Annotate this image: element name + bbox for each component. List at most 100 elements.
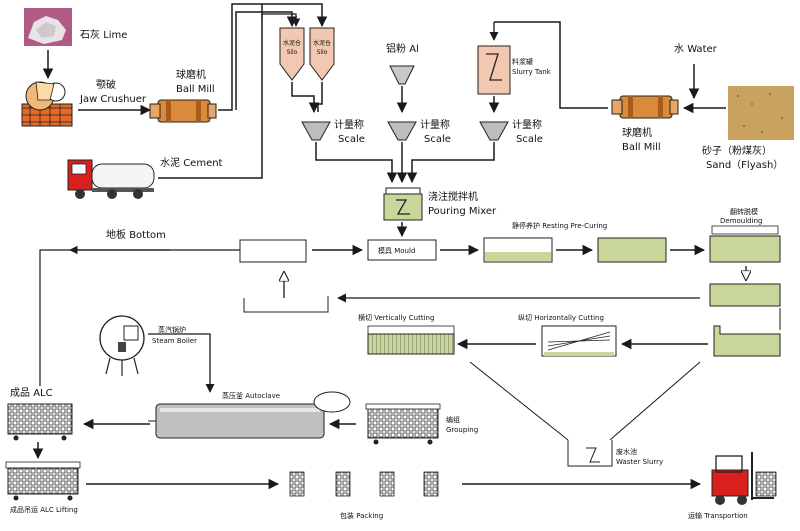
bottom-return-line xyxy=(39,249,240,386)
arrow-mill2-to-tank xyxy=(494,21,608,109)
lifting-label: 成品吊运 ALC Lifting xyxy=(10,506,78,514)
pouring-mixer-zh: 浇注搅拌机 xyxy=(428,192,478,203)
silo-1-en: Silo xyxy=(286,49,298,56)
slurry-tank-zh: 料浆罐 xyxy=(512,58,533,66)
autoclave-label: 蒸压釜 Autoclave xyxy=(222,392,280,400)
transportion-label: 运输 Transportion xyxy=(688,512,748,520)
mould-icon xyxy=(709,235,781,263)
ball-mill-2-zh: 球磨机 xyxy=(622,128,652,139)
aluminium-label: 铝粉 Al xyxy=(386,44,419,55)
mould-icon xyxy=(243,296,329,313)
ball-mill-1-zh: 球磨机 xyxy=(176,70,206,81)
lime-rock-image xyxy=(24,8,72,46)
mould-icon xyxy=(713,325,781,357)
cutting-machine-icon xyxy=(541,325,617,357)
cement-zh: 水泥 xyxy=(160,158,180,169)
hopper-icon xyxy=(301,121,509,141)
bottom-zh: 地板 xyxy=(106,230,126,241)
sand-zh: 砂子（粉煤灰） xyxy=(702,146,772,157)
transportion-zh: 运输 xyxy=(688,512,702,520)
arrow-scale3-to-mixer xyxy=(406,142,495,184)
grouping-en: Grouping xyxy=(446,426,479,434)
waste-slurry-en: Waster Slurry xyxy=(616,458,664,466)
waste-pool-icon xyxy=(567,440,613,467)
lifting-zh: 成品吊运 xyxy=(10,506,38,514)
silo-icon xyxy=(279,27,335,81)
pouring-mixer-en: Pouring Mixer xyxy=(428,206,497,217)
scale-2-zh: 计量称 xyxy=(420,120,450,131)
mould-zh: 模具 xyxy=(378,247,392,255)
arrow-silo-2-to-scale xyxy=(317,82,323,112)
steam-boiler-icon xyxy=(99,315,145,376)
scale-2-en: Scale xyxy=(424,134,451,145)
sand-en: Sand（Flyash） xyxy=(706,160,784,171)
arrow-silo-1-to-scale xyxy=(291,82,320,114)
scale-3-en: Scale xyxy=(516,134,543,145)
mould-label: 模具 Mould xyxy=(378,247,415,255)
mixer-icon xyxy=(383,187,423,221)
water-zh: 水 xyxy=(674,44,684,55)
hopper-icon xyxy=(389,65,415,85)
cutting-machine-icon xyxy=(367,325,455,355)
autoclave-en: Autoclave xyxy=(245,392,281,400)
silo-2-zh: 水泥仓 xyxy=(312,40,332,47)
jaw-crusher-zh: 颚破 xyxy=(96,80,116,91)
mould-en: Mould xyxy=(394,247,416,255)
autoclave-icon xyxy=(148,391,351,439)
packing-en: Packing xyxy=(356,512,384,520)
vertical-cutting-en: Vertically Cutting xyxy=(374,314,435,322)
grouping-zh: 编组 xyxy=(446,416,460,424)
arrow-cement-to-silo xyxy=(158,4,263,179)
scale-3-zh: 计量称 xyxy=(512,120,542,131)
forklift-icon xyxy=(711,452,777,505)
alc-product-stack-icon xyxy=(7,403,73,441)
jaw-crusher-icon xyxy=(21,81,73,127)
silo-2-en: Silo xyxy=(316,49,328,56)
cement-truck-icon xyxy=(67,159,155,199)
cement-label: 水泥 Cement xyxy=(160,158,222,169)
product-label: 成品 ALC xyxy=(10,388,53,399)
ball-mill-icon xyxy=(611,95,679,119)
resting-zh: 静停养护 xyxy=(512,222,540,230)
sand-pile-image xyxy=(728,86,794,140)
mould-icon xyxy=(239,239,307,263)
aluminium-en: Al xyxy=(409,44,419,55)
water-en: Water xyxy=(687,44,717,55)
horizontal-cutting-label: 纵切 Horizontally Cutting xyxy=(518,314,604,322)
demoulding-en: Demoulding xyxy=(720,217,763,225)
alc-lifting-icon xyxy=(5,461,81,501)
lime-en: Lime xyxy=(103,30,128,41)
lime-label: 石灰 Lime xyxy=(80,30,127,41)
lifting-en: ALC Lifting xyxy=(40,506,78,514)
product-en: ALC xyxy=(33,388,53,399)
steam-boiler-en: Steam Boiler xyxy=(152,337,197,345)
waste-funnel-lines xyxy=(469,361,701,441)
grouping-cart-icon xyxy=(365,403,441,445)
aluminium-zh: 铝粉 xyxy=(386,44,406,55)
scale-1-en: Scale xyxy=(338,134,365,145)
vertical-cutting-label: 横切 Vertically Cutting xyxy=(358,314,434,322)
arrow-mill-to-silo-2 xyxy=(218,3,328,111)
steam-boiler-zh: 蒸汽锅炉 xyxy=(158,326,186,334)
slurry-tank-icon xyxy=(477,45,511,95)
demoulding-zh: 翻转脱模 xyxy=(730,208,758,216)
arrow-cement-feed xyxy=(261,13,301,27)
ball-mill-2-en: Ball Mill xyxy=(622,142,661,153)
resting-label: 静停养护 Resting Pre-Curing xyxy=(512,222,607,230)
mould-icon xyxy=(709,283,781,307)
silo-1-zh: 水泥仓 xyxy=(282,40,302,47)
arrow-boiler-to-autoclave xyxy=(148,333,215,393)
mould-icon xyxy=(597,237,667,263)
water-label: 水 Water xyxy=(674,44,717,55)
cement-en: Cement xyxy=(183,158,223,169)
horizontal-cutting-en: Horizontally Cutting xyxy=(534,314,604,322)
packing-label: 包装 Packing xyxy=(340,512,383,520)
mould-icon xyxy=(367,239,437,261)
arrow-scale1-to-mixer xyxy=(315,142,398,184)
slurry-tank-en: Slurry Tank xyxy=(512,68,551,76)
vertical-cutting-zh: 横切 xyxy=(358,314,372,322)
jaw-crusher-en: Jaw Crushuer xyxy=(80,94,147,105)
product-zh: 成品 xyxy=(10,388,30,399)
